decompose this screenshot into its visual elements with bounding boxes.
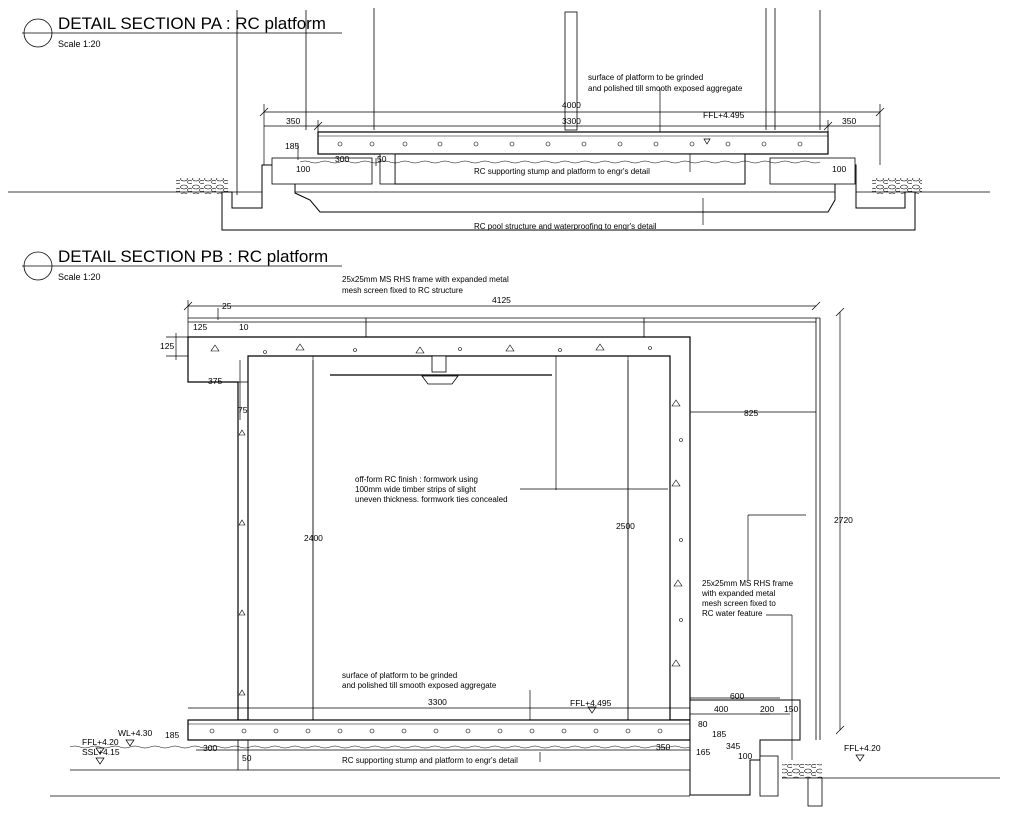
dim-top-10: 10: [239, 322, 249, 332]
gravel-right: [872, 178, 922, 194]
note-surface-line2: and polished till smooth exposed aggrega…: [588, 84, 743, 93]
rc-aggregate-marks: [210, 343, 683, 696]
note-feature-line2: with expanded metal: [701, 589, 776, 598]
dim-right-overhang: 350: [842, 116, 856, 126]
gravel-pb: [782, 764, 822, 778]
level-ssl: SSL+4.15: [82, 747, 120, 757]
rhs-frame-top: [188, 317, 821, 740]
section-pa: DETAIL SECTION PA : RC platform Scale 1:…: [8, 8, 990, 231]
dim-right-200: 200: [760, 704, 774, 714]
section-pa-title: DETAIL SECTION PA : RC platform: [58, 14, 326, 33]
dim-overall: 4125: [492, 295, 511, 305]
section-pa-background-walls: [236, 8, 821, 195]
note-feature-line1: 25x25mm MS RHS frame: [702, 579, 794, 588]
ffl-left-marker: [95, 747, 105, 755]
dim-height-2500: 2500: [616, 521, 635, 531]
dim-left-375: 375: [208, 376, 222, 386]
note-pool: RC pool structure and waterproofing to e…: [474, 222, 657, 231]
dim-right-185: 185: [712, 729, 726, 739]
note-feature-line4: RC water feature: [702, 609, 763, 618]
ffl-right-marker: [855, 754, 865, 762]
note-surface-line2: and polished till smooth exposed aggrega…: [342, 681, 497, 690]
dim-inner: 3300: [562, 116, 581, 126]
dim-right-165: 165: [696, 747, 710, 757]
dim-top-125: 125: [193, 322, 207, 332]
note-frame-line2: mesh screen fixed to RC structure: [342, 286, 463, 295]
note-feature-line3: mesh screen fixed to: [702, 599, 776, 608]
dim-left-depth: 185: [285, 141, 299, 151]
dim-wall-75: 75: [238, 405, 248, 415]
pool-structure: [221, 164, 916, 231]
note-stump: RC supporting stump and platform to engr…: [342, 756, 518, 765]
dim-left-edge: 100: [296, 164, 310, 174]
slab-aggregate: [337, 141, 803, 147]
dim-platform-3300: 3300: [428, 697, 447, 707]
dim-stump-300: 300: [203, 743, 217, 753]
dim-right-150: 150: [784, 704, 798, 714]
section-pb-scale: Scale 1:20: [58, 272, 101, 282]
section-pa-dimensions: [259, 88, 885, 225]
pb-water-line: [69, 745, 691, 749]
note-finish-line1: off-form RC finish : formwork using: [355, 475, 478, 484]
level-ffl-left: FFL+4.20: [82, 737, 119, 747]
section-pb-title: DETAIL SECTION PB : RC platform: [58, 247, 328, 266]
dim-right-350: 350: [656, 742, 670, 752]
dim-right-400: 400: [714, 704, 728, 714]
level-ffl-right: FFL+4.20: [844, 743, 881, 753]
dim-top-25: 25: [222, 301, 232, 311]
dim-right-600: 600: [730, 691, 744, 701]
section-pb: DETAIL SECTION PB : RC platform Scale 1:…: [22, 247, 1000, 807]
dim-right-80: 80: [698, 719, 708, 729]
platform-slab: [317, 131, 829, 155]
note-stump: RC supporting stump and platform to engr…: [474, 167, 650, 176]
dim-left-125: 125: [160, 341, 174, 351]
rc-structure: [187, 336, 691, 721]
dim-right-edge: 100: [832, 164, 846, 174]
section-pb-dimensions: [166, 300, 845, 762]
note-surface-line1: surface of platform to be grinded: [342, 671, 457, 680]
dim-right-100: 100: [738, 751, 752, 761]
dim-left-gap: 50: [377, 154, 387, 164]
dim-height-2400: 2400: [304, 533, 323, 543]
dim-platform-185: 185: [165, 730, 179, 740]
level-wl: WL+4.30: [118, 728, 153, 738]
ffl-marker: [703, 138, 711, 145]
note-surface-line1: surface of platform to be grinded: [588, 73, 703, 82]
pb-ffl-marker: [587, 706, 597, 714]
gravel-left: [176, 178, 228, 194]
section-pa-title-block: DETAIL SECTION PA : RC platform Scale 1:…: [22, 14, 342, 49]
section-pb-title-block: DETAIL SECTION PB : RC platform Scale 1:…: [22, 247, 342, 282]
dim-left-overhang: 350: [286, 116, 300, 126]
dim-height-2720: 2720: [834, 515, 853, 525]
dim-right-345: 345: [726, 741, 740, 751]
pb-slab-aggregate: [209, 728, 663, 734]
ceiling-light-icon: [330, 355, 552, 385]
note-frame-line1: 25x25mm MS RHS frame with expanded metal: [342, 275, 509, 284]
note-finish-line3: uneven thickness. formwork ties conceale…: [355, 495, 508, 504]
dim-overall: 4000: [562, 100, 581, 110]
level-ffl-platform: FFL+4.495: [570, 698, 612, 708]
dim-gap-50: 50: [242, 753, 252, 763]
note-finish-line2: 100mm wide timber strips of slight: [355, 485, 477, 494]
dim-left-stump: 300: [335, 154, 349, 164]
water-line: [299, 160, 821, 164]
ffl-label: FFL+4.495: [703, 110, 745, 120]
ssl-marker: [95, 757, 105, 765]
dim-side-825: 825: [744, 408, 758, 418]
section-pa-scale: Scale 1:20: [58, 39, 101, 49]
wl-marker: [125, 739, 135, 747]
pb-platform-slab: [187, 719, 691, 741]
